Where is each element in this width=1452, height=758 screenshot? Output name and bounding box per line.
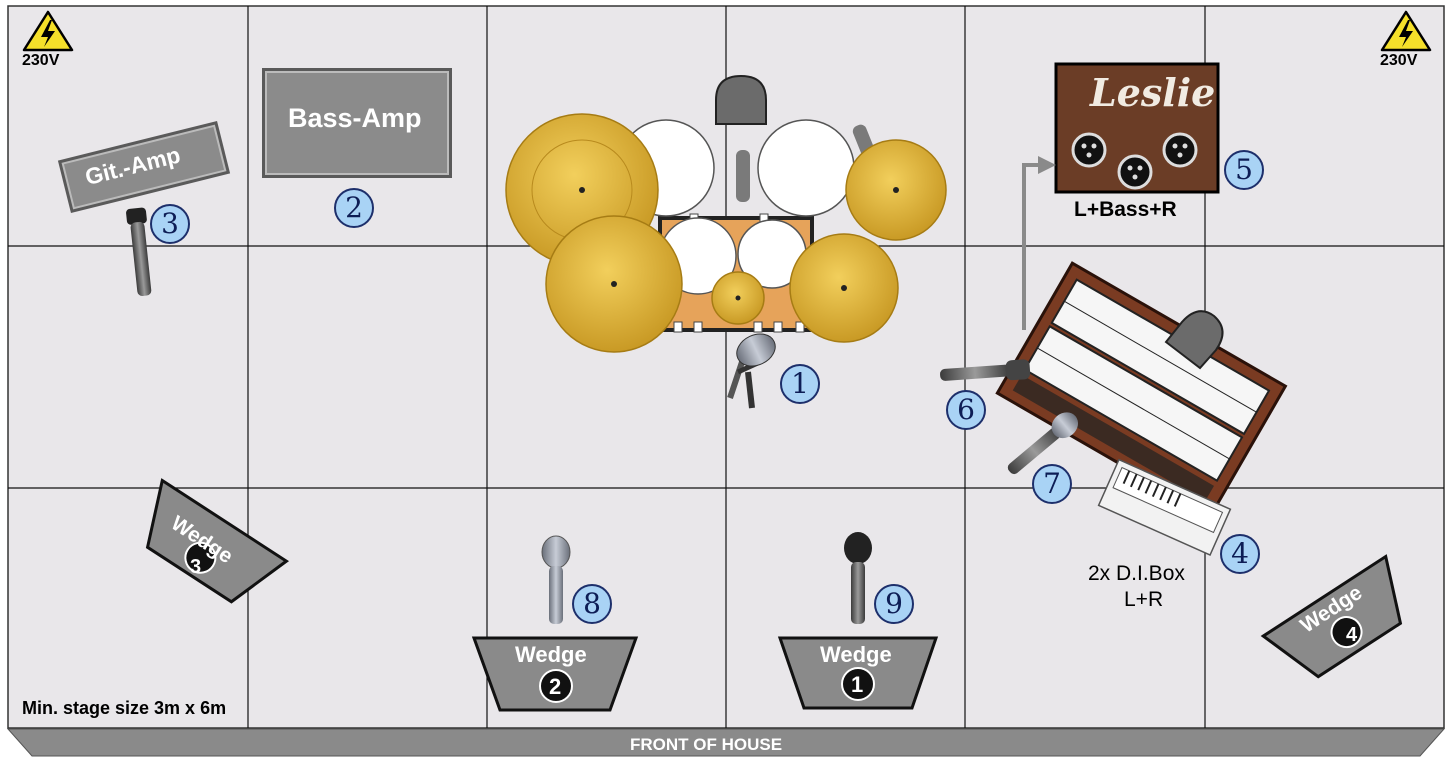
channel-badge-8: 8 [572,584,612,624]
leslie-caption: L+Bass+R [1074,198,1177,222]
channel-badge-2: 2 [334,188,374,228]
wedge-label: Wedge [515,642,587,668]
wedge-label: Wedge [820,642,892,668]
channel-badge-5: 5 [1224,150,1264,190]
channel-badge-9: 9 [874,584,914,624]
channel-badge-7: 7 [1032,464,1072,504]
wedge-number: 4 [1346,624,1357,647]
bass-amp-label: Bass-Amp [288,103,422,134]
di-box-label-1: 2x D.I.Box [1088,562,1185,586]
di-box-label-2: L+R [1124,588,1163,612]
channel-badge-4: 4 [1220,534,1260,574]
front-of-house-label: FRONT OF HOUSE [630,735,782,755]
power-label-left: 230V [22,52,59,70]
wedge-number: 1 [851,672,863,698]
channel-badge-3: 3 [150,204,190,244]
power-label-right: 230V [1380,52,1417,70]
channel-badge-1: 1 [780,364,820,404]
leslie-logo: Leslie [1090,70,1215,115]
drum-stool [716,76,766,124]
channel-badge-6: 6 [946,390,986,430]
wedge-number: 2 [549,674,561,700]
stage-size-note: Min. stage size 3m x 6m [22,698,226,719]
wedge-number: 3 [190,556,201,579]
